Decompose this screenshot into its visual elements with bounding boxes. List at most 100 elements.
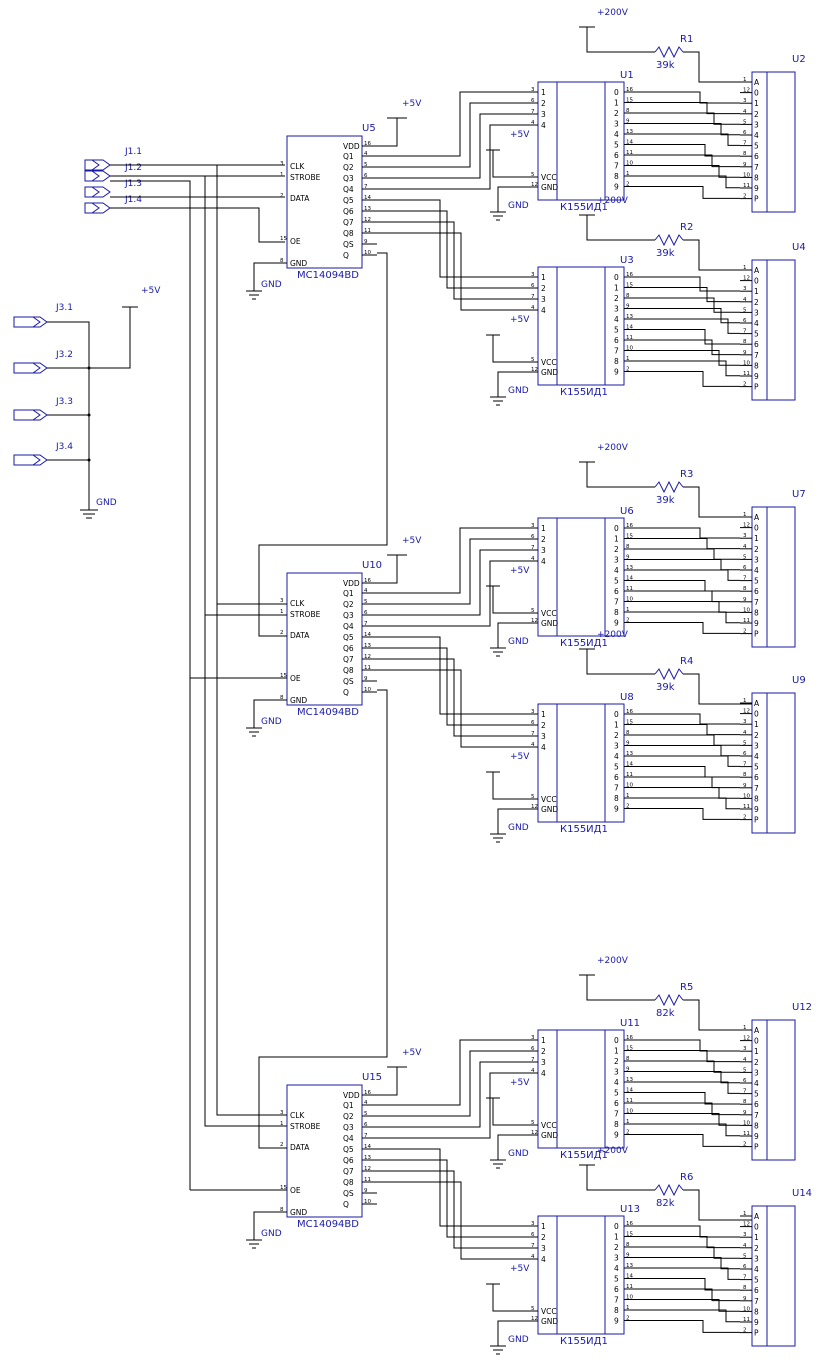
sr-pin-label: Q <box>343 251 349 260</box>
sr-pin-label: Q1 <box>343 152 354 161</box>
nixie-pin-number: 9 <box>743 783 747 789</box>
connector-j1-4-label: J1.4 <box>124 195 142 205</box>
nixie-pin-label: 8 <box>754 1121 759 1130</box>
connectors: J1.1 J1.2 J1.3 J1.4 J3.1 J3.2 J3.3 <box>13 147 285 1190</box>
decoder-pin-number: 10 <box>626 597 633 603</box>
decoder-pin-label: 8 <box>614 1120 619 1129</box>
sr-pin-label: Q <box>343 1200 349 1209</box>
nixie-pin-number: 12 <box>743 1036 750 1042</box>
decoder-pin-label: 9 <box>614 1131 619 1140</box>
decoder-pin-label: 1 <box>614 99 619 108</box>
decoder-pin-number: 16 <box>626 1221 633 1227</box>
decoder-pin-label: 1 <box>541 88 546 97</box>
connector-j1-1-label: J1.1 <box>124 147 142 157</box>
sr-pin-number: 9 <box>364 239 368 245</box>
decoder-pin-number: 5 <box>531 1120 535 1126</box>
decoder-pin-number: 1 <box>626 171 630 177</box>
nixie-pin-number: 4 <box>743 109 747 115</box>
nixie-pin-label: A <box>754 513 760 522</box>
decoder-vcc-label: +5V <box>510 315 530 325</box>
decoder-gnd-label: GND <box>508 1149 529 1159</box>
decoder-pin-label: 8 <box>614 172 619 181</box>
nixie-pin-label: 8 <box>754 173 759 182</box>
sr-gnd-label: GND <box>261 280 282 290</box>
connector-j3-2-label: J3.2 <box>55 350 73 360</box>
nixie-pin-label: 0 <box>754 710 759 719</box>
nixie-pin-number: 7 <box>743 1089 747 1095</box>
decoder-pin-label: 4 <box>614 1078 619 1087</box>
nixie-pin-number: 5 <box>743 119 747 125</box>
decoder-gnd-label: GND <box>508 201 529 211</box>
nixie-pin-label: 9 <box>754 372 759 381</box>
nixie-pin-number: 4 <box>743 297 747 303</box>
shift-register-part: MC14094BD <box>297 707 359 718</box>
decoder-pin-label: 0 <box>614 273 619 282</box>
nixie-pin-label: P <box>754 630 759 639</box>
nixie-pin-number: 8 <box>743 772 747 778</box>
decoder-pin-label: GND <box>541 368 558 377</box>
sr-pin-label: GND <box>290 259 307 268</box>
nixie-pin-number: 10 <box>743 793 750 799</box>
decoder-pin-number: 9 <box>626 119 630 125</box>
nixie-pin-number: 12 <box>743 276 750 282</box>
nixie-pin-number: 6 <box>743 1078 747 1084</box>
decoder-pin-number: 15 <box>626 283 633 289</box>
sr-pin-label: Q8 <box>343 229 354 238</box>
decoder-pin-number: 13 <box>626 314 633 320</box>
decoder-pin-label: 6 <box>614 336 619 345</box>
sr-pin-number: 1 <box>280 172 284 178</box>
decoder-ref: U11 <box>620 1018 640 1029</box>
decoder-pin-label: 8 <box>614 357 619 366</box>
decoder-pin-number: 14 <box>626 1274 633 1280</box>
connector-j1-3: J1.3 <box>84 179 142 198</box>
decoder-pin-label: 8 <box>614 794 619 803</box>
decoder-pin-label: 3 <box>614 120 619 129</box>
decoder-ref: U8 <box>620 692 634 703</box>
decoder-pin-number: 9 <box>626 304 630 310</box>
decoder-pin-number: 8 <box>626 544 630 550</box>
decoder-pin-number: 6 <box>531 1046 535 1052</box>
nixie-pin-number: 1 <box>743 77 747 83</box>
nixie-pin-label: 7 <box>754 163 759 172</box>
decoder-pin-label: 2 <box>541 99 546 108</box>
decoder-pin-label: 4 <box>541 1255 546 1264</box>
sr-pin-label: Q7 <box>343 1167 354 1176</box>
sr-pin-number: 3 <box>280 598 284 604</box>
decoder-pin-number: 10 <box>626 783 633 789</box>
decoder-pin-label: 7 <box>614 1296 619 1305</box>
sr-pin-label: VDD <box>343 1091 360 1100</box>
sr-pin-label: Q5 <box>343 633 354 642</box>
decoder-pin-label: 0 <box>614 524 619 533</box>
sr-pin-number: 4 <box>364 151 368 157</box>
sr-pin-label: Q1 <box>343 1101 354 1110</box>
sr-pin-label: Q2 <box>343 163 354 172</box>
decoder-pin-number: 11 <box>626 150 633 156</box>
decoder-pin-label: VCC <box>541 795 557 804</box>
nixie-pin-label: 6 <box>754 1100 759 1109</box>
j3-gnd-label: GND <box>96 498 117 508</box>
nixie-pin-label: 2 <box>754 545 759 554</box>
sr-pin-label: Q8 <box>343 666 354 675</box>
sr-pin-number: 8 <box>280 695 284 701</box>
sr-pin-label: STROBE <box>290 610 321 619</box>
decoder-pin-label: 8 <box>614 608 619 617</box>
decoder-pin-number: 7 <box>531 731 535 737</box>
decoder-pin-number: 10 <box>626 346 633 352</box>
connector-j1-4: J1.4 <box>84 195 142 214</box>
decoder-pin-number: 6 <box>531 1232 535 1238</box>
sr-pin-label: QS <box>343 1189 354 1198</box>
nixie-pin-label: 3 <box>754 308 759 317</box>
decoder-pin-number: 12 <box>531 1130 538 1136</box>
nixie-pin-label: 6 <box>754 152 759 161</box>
decoder-part: К155ИД1 <box>560 1336 608 1347</box>
sr-pin-number: 1 <box>280 609 284 615</box>
nixie-pin-label: 4 <box>754 1079 759 1088</box>
sr-pin-number: 12 <box>364 654 371 660</box>
nixie-pin-label: 8 <box>754 361 759 370</box>
sr-pin-number: 9 <box>364 676 368 682</box>
decoder-pin-number: 6 <box>531 98 535 104</box>
